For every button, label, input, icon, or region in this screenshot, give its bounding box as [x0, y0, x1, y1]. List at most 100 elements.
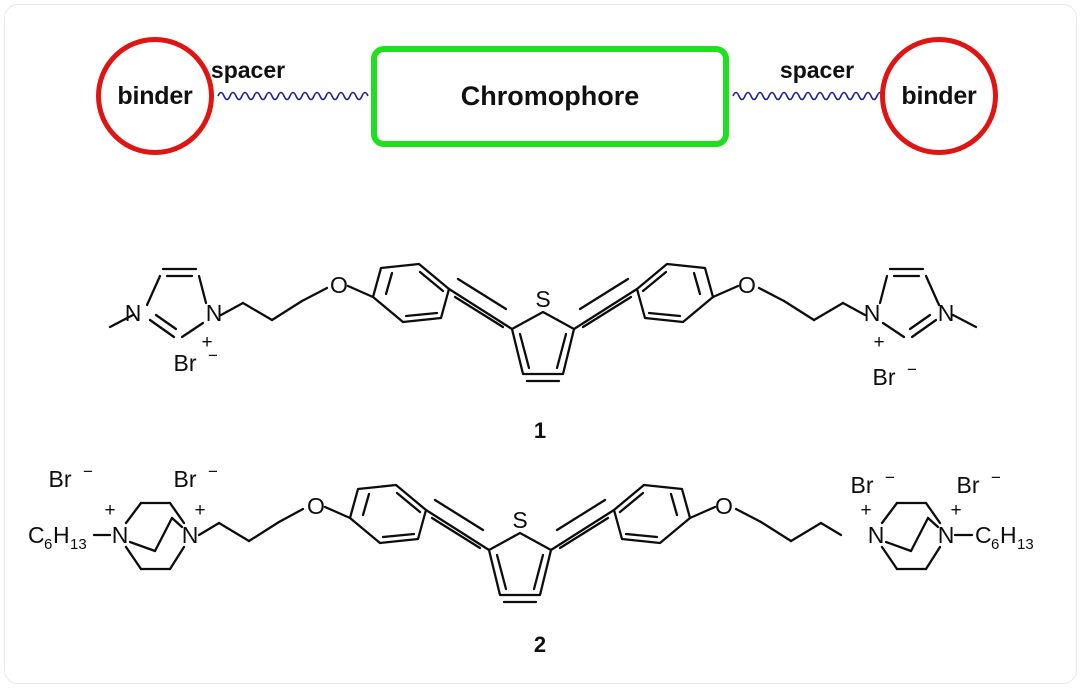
c1-chain-l-b2 — [241, 301, 274, 322]
c1-alkyne-r-p2 — [581, 295, 633, 329]
c2-bromide-left-b: Br — [174, 466, 197, 492]
c2-n-right-inner: N — [868, 522, 885, 548]
c1-bromide-left-charge: − — [208, 346, 218, 365]
binder-right-label: binder — [901, 81, 977, 110]
svg-text:H: H — [53, 522, 70, 548]
chromophore-label: Chromophore — [460, 81, 640, 111]
c2-benz-r-d1 — [618, 491, 645, 514]
c2-chain-l-b3 — [247, 520, 281, 543]
c2-thio-d1 — [495, 553, 508, 591]
svg-text:C: C — [28, 522, 45, 548]
c1-imid-l-bond-c2n1-dbl — [154, 313, 178, 331]
c2-dabco-r-top-c — [924, 501, 942, 525]
c1-benz-l-d2 — [418, 270, 445, 293]
c1-imid-r-bond-c2n1 — [910, 318, 938, 339]
svg-text:C: C — [975, 522, 992, 548]
c1-benz-r-d2 — [692, 271, 702, 296]
c1-o-right: O — [738, 272, 756, 298]
c2-alkyne-l-p2 — [430, 516, 482, 550]
c2-bromide-right-a-charge: − — [885, 468, 895, 487]
c2-chain-l-b1 — [197, 521, 221, 537]
c1-ether-l-bond — [346, 284, 375, 299]
c2-o-right: O — [715, 493, 733, 519]
c1-chain-l-b4 — [300, 286, 329, 303]
c1-bromide-left: Br — [174, 350, 197, 376]
svg-text:13: 13 — [1017, 536, 1034, 553]
c2-bromide-right-b: Br — [957, 472, 980, 498]
c2-s-center: S — [512, 507, 527, 533]
c1-charge-right: + — [873, 332, 884, 353]
c1-bromide-right-charge: − — [907, 360, 917, 379]
c2-benz-r-d2 — [669, 492, 679, 517]
c1-n-right-cationic: N — [864, 300, 881, 326]
c2-dabco-r-mid-a — [884, 540, 913, 553]
c1-imid-r-bond-c2n1-dbl — [908, 313, 932, 331]
c1-n-right-methylated: N — [938, 300, 955, 326]
c2-chain-r-b4 — [819, 521, 843, 537]
c2-dabco-r-top-a — [880, 501, 899, 525]
svg-text:H: H — [1000, 522, 1017, 548]
c2-hexyl-right-label: C 6 H 13 — [975, 522, 1034, 553]
c2-benz-l-d2 — [395, 491, 422, 514]
c2-charge-left-inner: + — [194, 500, 205, 521]
c1-benz-l-d3 — [404, 311, 439, 318]
c1-chain-r-b1 — [757, 286, 786, 303]
c2-dabco-r-mid-b — [909, 516, 930, 553]
c1-s-center: S — [535, 286, 550, 312]
c2-dabco-l-mid-a — [128, 540, 157, 553]
c1-imid-l-bond-n3c2 — [180, 321, 205, 339]
c1-n-left-cationic: N — [206, 300, 223, 326]
c2-hexyl-left-label: C 6 H 13 — [28, 522, 87, 553]
c2-n-left-outer: N — [112, 522, 129, 548]
c2-o-left: O — [307, 493, 325, 519]
c2-chain-r-b3 — [789, 521, 823, 543]
spacer-wave-left — [217, 91, 369, 101]
c1-alkyne-r-p1 — [578, 277, 630, 311]
c2-dabco-r-bot-a — [880, 545, 899, 571]
c2-bromide-left-b-charge: − — [208, 462, 218, 481]
c2-dabco-r-mid-c — [926, 516, 940, 529]
c2-bromide-left-a: Br — [49, 466, 72, 492]
svg-text:6: 6 — [991, 536, 999, 553]
binder-circle-right: binder — [880, 37, 998, 155]
c1-imid-r-methyl — [951, 313, 978, 329]
c2-benz-l-d1 — [361, 492, 371, 517]
c1-chain-l-b3 — [270, 299, 304, 322]
c2-charge-right-outer: + — [950, 500, 961, 521]
c2-chain-r-b1 — [734, 507, 763, 524]
svg-text:6: 6 — [44, 536, 52, 553]
c2-chain-l-b2 — [217, 521, 251, 543]
c2-chain-l-b4 — [277, 507, 305, 524]
c1-imid-l-bond-n1c5 — [145, 274, 162, 307]
c1-alkyne-l-p1 — [456, 277, 508, 311]
c1-imid-l-bond-c2n1 — [148, 318, 176, 339]
c2-dabco-l-top-c — [168, 501, 186, 525]
c2-ether-l-bond — [323, 505, 352, 520]
c2-n-right-outer: N — [938, 522, 955, 548]
svg-text:13: 13 — [70, 536, 87, 553]
c1-thio-d2 — [555, 332, 568, 370]
c1-imid-r-bond-c4n3 — [878, 274, 889, 305]
c2-alkyne-l — [424, 508, 491, 552]
c1-benz-l-d1 — [384, 271, 394, 296]
c1-chain-r-b2 — [782, 299, 816, 322]
binder-circle-left: binder — [96, 37, 214, 155]
c2-thio-d2 — [532, 553, 545, 591]
c1-bromide-right: Br — [873, 364, 896, 390]
c2-charge-left-outer: + — [104, 500, 115, 521]
c1-ether-r-bond — [711, 284, 740, 299]
c2-bromide-right-b-charge: − — [991, 468, 1001, 487]
c1-n-left-methylated: N — [125, 300, 142, 326]
c1-thio-ring — [510, 310, 576, 376]
c1-imid-r-bond-n3c2 — [881, 321, 906, 339]
c2-chain-r-b2 — [759, 520, 793, 543]
compound-2-label: 2 — [533, 632, 547, 657]
c1-alkyne-l — [447, 287, 514, 331]
spacer-label-right: spacer — [779, 57, 855, 83]
c2-dabco-r-bot-c — [924, 545, 942, 571]
c2-alkyne-r — [549, 508, 616, 552]
c2-dabco-l-mid-c — [170, 516, 184, 529]
